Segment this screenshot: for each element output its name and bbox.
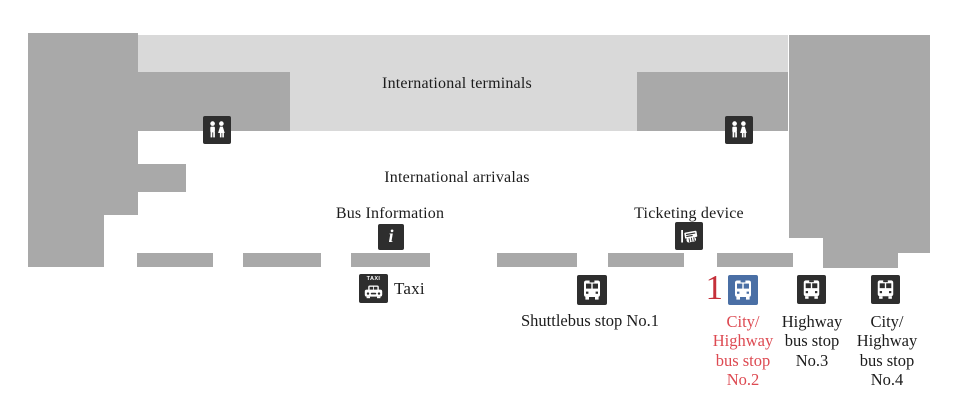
bus-stop-1-label: Shuttlebus stop No.1: [521, 311, 659, 330]
ticket-machine-icon: [675, 222, 703, 250]
platform-strip-4: [497, 253, 577, 267]
platform-strip-5: [608, 253, 684, 267]
platform-strip-6: [717, 253, 793, 267]
bus-icon-stop-2: [728, 275, 758, 305]
ticketing-device-label: Ticketing device: [634, 205, 744, 222]
bus-icon-stop-3: [797, 275, 826, 304]
building-block-left-column-lower: [28, 215, 104, 267]
restroom-icon: [203, 116, 231, 144]
platform-strip-1: [137, 253, 213, 267]
bus-stop-4-label: City/ Highway bus stop No.4: [856, 312, 918, 389]
building-block-left-column: [28, 33, 138, 215]
platform-strip-2: [243, 253, 321, 267]
bus-icon-stop-4: [871, 275, 900, 304]
information-icon: i: [378, 224, 404, 250]
bus-stop-3-label: Highway bus stop No.3: [781, 312, 843, 370]
building-block-right-wing: [789, 35, 930, 238]
information-icon-glyph: i: [388, 225, 394, 246]
bus-stop-2-number: 1: [705, 268, 724, 307]
bus-icon-stop-1: [577, 275, 607, 305]
taxi-icon-sign-text: TAXI: [366, 276, 381, 282]
building-block-right-wing-band: [823, 238, 930, 253]
taxi-icon: TAXI: [359, 274, 388, 303]
taxi-label: Taxi: [394, 279, 425, 298]
restroom-icon: [725, 116, 753, 144]
international-arrivals-label: International arrivalas: [384, 169, 530, 186]
building-block-left-arm: [138, 164, 186, 192]
international-terminals-label: International terminals: [382, 75, 532, 92]
platform-strip-3: [351, 253, 430, 267]
bus-information-label: Bus Information: [335, 205, 445, 222]
building-block-upper-right: [637, 72, 788, 131]
building-block-right-wing-foot: [823, 253, 898, 268]
bus-stop-2-label: City/ Highway bus stop No.2: [712, 312, 774, 389]
